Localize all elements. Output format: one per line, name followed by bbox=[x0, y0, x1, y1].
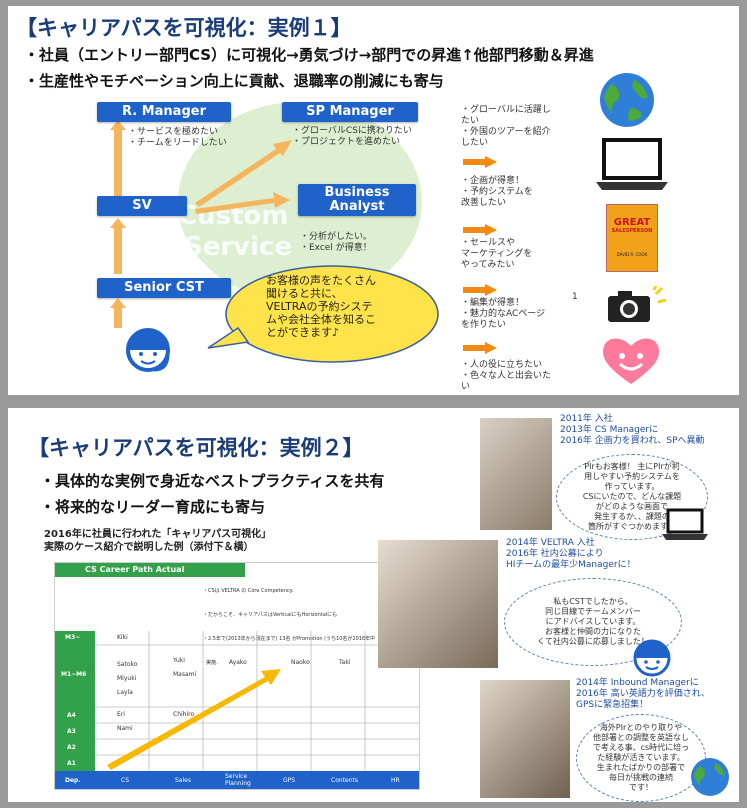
dept-gps: GPS bbox=[283, 777, 296, 784]
case-caption: 2016年に社員に行われた「キャリアパス可視化」 実際のケース紹介で説明した例（… bbox=[44, 529, 272, 553]
dept-service-planning: Service Planning bbox=[225, 773, 251, 787]
row-a4: A4 bbox=[67, 712, 76, 719]
slide1-bullet-2: ・生産性やモチベーション向上に貢献、退職率の削減にも寄与 bbox=[24, 72, 444, 90]
globe-icon bbox=[691, 758, 729, 796]
slide-career-path-example-1: 【キャリアパスを可視化：実例１】 ・社員（エントリー部門CS）に可視化→勇気づけ… bbox=[8, 6, 739, 395]
table-grid: M3~ M1~M6 A4 A3 A2 A1 Kiki Satoko Miyuki… bbox=[55, 631, 419, 771]
row-a1: A1 bbox=[67, 760, 76, 767]
profile-headline-1: 2011年 入社 2013年 CS Managerに 2016年 企画力を買われ… bbox=[560, 414, 705, 446]
person-miyuki: Miyuki bbox=[117, 675, 137, 682]
slide1-title: 【キャリアパスを可視化：実例１】 bbox=[16, 16, 352, 40]
box-business-analyst: Business Analyst bbox=[298, 184, 416, 216]
globe-icon bbox=[600, 73, 654, 127]
note-r-manager: ・サービスを極めたい ・チームをリードしたい bbox=[128, 127, 227, 148]
row-a3: A3 bbox=[67, 728, 76, 735]
reason-arrow-2 bbox=[463, 224, 497, 236]
callout-bubble bbox=[207, 265, 439, 363]
table-note-1: ・CSは VELTRA の Core Competency. bbox=[203, 588, 294, 594]
person-chihiro: Chihiro bbox=[173, 711, 195, 718]
box-sp-manager: SP Manager bbox=[282, 102, 418, 122]
watermark-service: Service bbox=[184, 232, 293, 262]
slide-career-path-example-2: 【キャリアパスを可視化：実例２】 ・具体的な実例で身近なベストプラクティスを共有… bbox=[8, 408, 739, 802]
reason-people: ・人の役に立ちたい ・色々な人と出会いた い bbox=[461, 360, 552, 392]
table-note-4: 実施. bbox=[203, 660, 218, 666]
department-footer: Dep. CS Sales Service Planning GPS Conte… bbox=[55, 771, 419, 789]
dept-hr: HR bbox=[391, 777, 400, 784]
person-nami: Nami bbox=[117, 725, 133, 732]
arrow-cst-to-sv-head bbox=[110, 218, 126, 228]
reason-global: ・グローバルに活躍し たい ・外国のツアーを紹介 したい bbox=[461, 105, 551, 148]
person-taki: Taki bbox=[339, 659, 351, 666]
reason-sales: ・セールスや マーケティングを やってみたい bbox=[461, 238, 533, 270]
person-eri: Eri bbox=[117, 711, 125, 718]
person-naoko: Naoko bbox=[291, 659, 310, 666]
table-note-2: ・だからこそ、キャリアパスはVerticalにもHorizontalにも bbox=[203, 612, 338, 618]
person-yuki: Yuki bbox=[173, 657, 185, 664]
reason-arrow-1 bbox=[463, 156, 497, 168]
arrow-sv-to-rm-shaft bbox=[114, 128, 122, 196]
reason-editing: ・編集が得意！ ・魅力的なACページ を作りたい bbox=[461, 298, 546, 330]
person-masami: Masami bbox=[173, 671, 197, 678]
row-m1-m6: M1~M6 bbox=[61, 671, 87, 678]
dept-sales: Sales bbox=[175, 777, 191, 784]
page-mark: 1 bbox=[572, 292, 578, 302]
slide2-title: 【キャリアパスを可視化：実例２】 bbox=[28, 436, 364, 460]
slide2-bullet-1: ・具体的な実例で身近なベストプラクティスを共有 bbox=[40, 472, 385, 490]
profile-photo-1 bbox=[480, 418, 552, 530]
table-header: CS Career Path Actual bbox=[55, 563, 245, 577]
book-title: GREAT bbox=[613, 217, 651, 228]
headset-avatar-icon bbox=[126, 328, 170, 372]
note-sp-manager: ・グローバルCSに携わりたい ・プロジェクトを進めたい bbox=[292, 126, 412, 147]
row-a2: A2 bbox=[67, 744, 76, 751]
table-grid-lines bbox=[55, 631, 419, 771]
arrow-cst-to-sv-shaft bbox=[114, 226, 122, 274]
arrow-to-cst-shaft bbox=[114, 306, 122, 328]
laptop-icon bbox=[596, 138, 668, 190]
person-ayako: Ayako bbox=[229, 659, 247, 666]
profile-photo-3 bbox=[480, 680, 570, 798]
book-cover-icon: GREAT SALESPERSON DAVID R. COOK bbox=[606, 204, 658, 272]
slide2-bullet-2: ・将来的なリーダー育成にも寄与 bbox=[40, 498, 266, 516]
reason-arrow-3 bbox=[463, 284, 497, 296]
profile-headline-3: 2014年 Inbound Managerに 2016年 高い英語力を評価され、… bbox=[576, 678, 710, 710]
person-kiki: Kiki bbox=[117, 634, 128, 641]
camera-icon bbox=[608, 286, 667, 322]
arrow-sv-to-ba bbox=[195, 192, 290, 214]
reason-planning: ・企画が得意！ ・予約システムを 改善したい bbox=[461, 176, 533, 208]
box-r-manager: R. Manager bbox=[97, 102, 231, 122]
book-subtitle: SALESPERSON bbox=[611, 228, 653, 234]
arrow-sv-to-sp bbox=[195, 140, 292, 207]
table-notes: ・CSは VELTRA の Core Competency. ・だからこそ、キャ… bbox=[203, 571, 375, 683]
smiley-heart-icon bbox=[603, 338, 659, 384]
dept-contents: Contents bbox=[331, 777, 358, 784]
box-senior-cst: Senior CST bbox=[97, 278, 231, 298]
book-author: DAVID R. COOK bbox=[616, 252, 648, 257]
dept-cs: CS bbox=[121, 777, 129, 784]
person-layla: Layla bbox=[117, 689, 133, 696]
profile-photo-2 bbox=[378, 540, 498, 668]
note-business-analyst: ・分析がしたい。 ・Excel が得意！ bbox=[300, 232, 373, 253]
box-sv: SV bbox=[97, 196, 187, 216]
reason-arrow-4 bbox=[463, 342, 497, 354]
career-path-table: CS Career Path Actual ・CSは VELTRA の Core… bbox=[54, 562, 420, 790]
arrow-to-cst-head bbox=[110, 298, 126, 308]
person-satoko: Satoko bbox=[117, 661, 138, 668]
laptop-icon bbox=[662, 508, 708, 540]
callout-text: お客様の声をたくさん 聞けると共に、 VELTRAの予約システ ムや会社全体を知… bbox=[266, 274, 376, 339]
arrow-sv-to-rm-head bbox=[110, 120, 126, 130]
headset-avatar-icon bbox=[633, 639, 671, 677]
table-note-3: ・2.5年で(2013年から現在まで) 13名 がPromotion (うち10… bbox=[203, 636, 376, 642]
row-m3: M3~ bbox=[65, 634, 81, 641]
flow-arrows bbox=[195, 140, 292, 214]
profile-headline-2: 2014年 VELTRA 入社 2016年 社内公募により HIチームの最年少M… bbox=[506, 538, 636, 570]
slide1-bullet-1: ・社員（エントリー部門CS）に可視化→勇気づけ→部門での昇進↑他部門移動＆昇進 bbox=[24, 46, 594, 64]
dept-label: Dep. bbox=[65, 777, 81, 784]
profile-quote-3: 海外PIrとのやり取りや 他部署との調整を英語なし で考える事、cs時代に培っ … bbox=[576, 714, 706, 802]
